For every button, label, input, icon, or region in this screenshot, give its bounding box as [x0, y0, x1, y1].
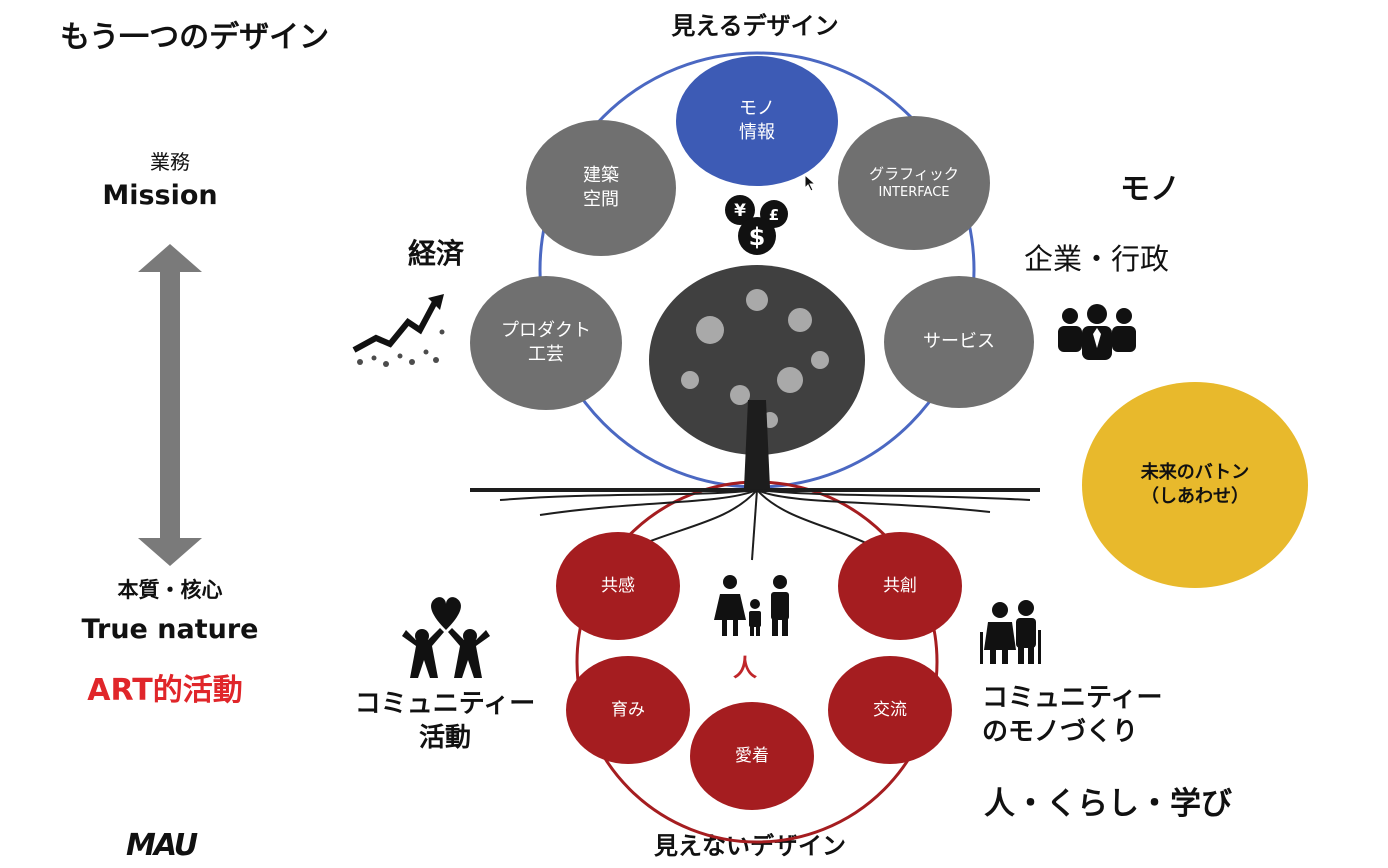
economy-label: 経済	[408, 237, 465, 270]
mission-label: Mission	[102, 180, 218, 211]
circle-nurture: 育み	[566, 656, 690, 764]
community-making-label: コミュニティー のモノづくり	[982, 682, 1162, 750]
page-title: もう一つのデザイン	[60, 20, 330, 55]
circle-exchange-label: 交流	[873, 699, 907, 720]
double-arrow-icon	[138, 244, 202, 566]
circle-co-creation-label: 共創	[883, 575, 917, 596]
circle-mono-info: モノ 情報	[676, 56, 838, 186]
elderly-couple-icon	[980, 600, 1041, 664]
company-government-label: 企業・行政	[1024, 242, 1170, 276]
circle-graphic-line1: グラフィック	[869, 165, 959, 184]
future-baton-circle: 未来のバトン （しあわせ）	[1082, 382, 1308, 588]
money-coins-icon: ¥ £ $	[725, 195, 788, 255]
community-activity-line2: 活動	[418, 722, 471, 753]
arrow-shape	[138, 244, 202, 566]
circle-product: プロダクト 工芸	[470, 276, 622, 410]
circle-architecture-line2: 空間	[583, 189, 619, 210]
heart-people-icon	[402, 597, 490, 678]
art-activity-label: ART的活動	[87, 673, 243, 708]
community-making-line2: のモノづくり	[982, 716, 1139, 747]
baton-line1: 未来のバトン	[1140, 461, 1250, 483]
business-people-icon	[1058, 304, 1136, 360]
circle-architecture-line1: 建築	[583, 164, 619, 186]
circle-graphic: グラフィック INTERFACE	[838, 116, 990, 250]
growth-chart-icon	[352, 294, 445, 367]
family-icon	[714, 575, 789, 636]
mouse-cursor-icon	[804, 173, 817, 192]
circle-service-line1: サービス	[923, 330, 995, 352]
circle-architecture: 建築 空間	[526, 120, 676, 256]
baton-line2: （しあわせ）	[1141, 486, 1249, 507]
circle-mono-line2: 情報	[739, 122, 775, 143]
mau-logo: MAU	[126, 828, 198, 863]
circle-product-line2: 工芸	[528, 344, 564, 365]
circle-graphic-line2: INTERFACE	[878, 185, 950, 201]
circle-co-creation: 共創	[838, 532, 962, 640]
circle-product-line1: プロダクト	[501, 319, 591, 341]
community-making-line1: コミュニティー	[982, 683, 1163, 713]
svg-text:£: £	[769, 206, 779, 224]
person-label: 人	[733, 654, 757, 682]
true-nature-label: True nature	[81, 614, 259, 645]
circle-empathy-label: 共感	[601, 575, 635, 596]
mono-label: モノ	[1120, 172, 1180, 207]
people-life-learning-label: 人・くらし・学び	[984, 786, 1232, 822]
circle-empathy: 共感	[556, 532, 680, 640]
circle-attachment-label: 愛着	[735, 745, 769, 766]
circle-nurture-label: 育み	[611, 699, 645, 720]
invisible-design-label: 見えないデザイン	[654, 832, 846, 860]
circle-mono-line1: モノ	[739, 97, 775, 119]
svg-text:¥: ¥	[734, 201, 746, 221]
svg-text:$: $	[749, 223, 766, 251]
circle-service: サービス	[884, 276, 1034, 408]
community-activity-line1: コミュニティー	[354, 689, 536, 719]
true-nature-jp-label: 本質・核心	[117, 578, 223, 602]
community-activity-label: コミュニティー 活動	[330, 688, 560, 756]
visible-design-label: 見えるデザイン	[671, 12, 839, 40]
circle-attachment: 愛着	[690, 702, 814, 810]
circle-exchange: 交流	[828, 656, 952, 764]
mission-jp-label: 業務	[150, 150, 190, 174]
